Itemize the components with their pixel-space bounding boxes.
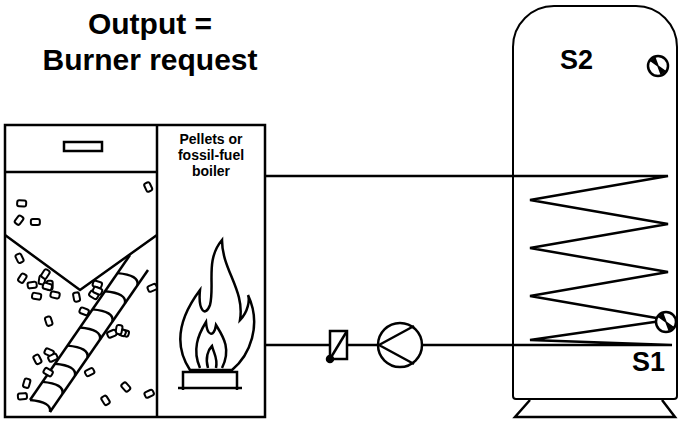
- pellet: [31, 219, 40, 225]
- diagram-title: Output = Burner request: [36, 6, 264, 78]
- pellet: [147, 283, 158, 292]
- pellet: [50, 291, 60, 299]
- auger: [30, 255, 148, 412]
- boiler-label: Pellets or fossil-fuel boiler: [161, 131, 261, 179]
- sensor-label: S1: [632, 347, 665, 377]
- pellet: [79, 307, 90, 316]
- boiler-box: Pellets or fossil-fuel boiler: [157, 125, 265, 417]
- pellet: [144, 182, 153, 193]
- pump-symbol: [378, 323, 422, 367]
- boiler-divider: [156, 125, 159, 417]
- tank-legs: [515, 400, 675, 417]
- pellet: [27, 281, 37, 288]
- pellet: [14, 215, 24, 226]
- pellet: [43, 367, 54, 377]
- pellet: [92, 286, 103, 295]
- pellet: [107, 329, 118, 338]
- flame: [178, 240, 254, 390]
- pellet: [17, 200, 26, 207]
- pellet: [42, 282, 52, 290]
- pellet: [73, 292, 81, 302]
- sensor-s2: [648, 56, 668, 76]
- pellet: [40, 269, 50, 280]
- pellet: [101, 395, 111, 406]
- sensor-s1: [656, 312, 676, 332]
- heat-exchanger-coil: [512, 176, 672, 345]
- pellet: [33, 354, 42, 365]
- pellet: [17, 273, 27, 284]
- storage-tank: S2S1: [512, 5, 678, 400]
- lid-handle: [64, 142, 102, 151]
- pellet: [23, 378, 31, 388]
- pellets: [14, 182, 158, 406]
- pellet: [48, 353, 59, 362]
- boiler-housing: [5, 125, 265, 417]
- pellet: [144, 389, 155, 398]
- sensor-label: S2: [560, 45, 593, 75]
- pipe: [265, 176, 512, 177]
- pellet: [15, 253, 24, 264]
- pellet-heap: [5, 235, 157, 290]
- pellet: [84, 367, 95, 377]
- pellet: [18, 393, 27, 400]
- pellet: [44, 316, 52, 326]
- pellet: [121, 382, 131, 393]
- hopper-lid: [5, 171, 157, 174]
- check-valve: [327, 331, 347, 362]
- pellet: [32, 293, 42, 300]
